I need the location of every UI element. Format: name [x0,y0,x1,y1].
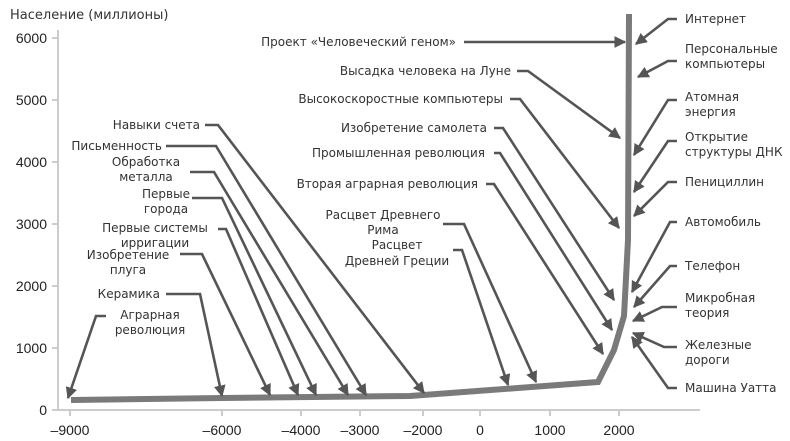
label-agri-2: революция [115,323,185,337]
x-tick-1000: 1000 [534,422,565,438]
label-car: Автомобиль [685,215,761,229]
x-tick-0: 0 [476,422,484,438]
label-atom-1: Атомная [685,90,739,104]
label-rome-1: Расцвет Древнего [326,208,441,222]
x-tick-m4000: –4000 [282,422,321,438]
label-irrigation-2: ирригации [121,236,189,250]
label-moon: Высадка человека на Луне [340,64,511,78]
label-cities-1: Первые [142,187,190,201]
label-cities-2: города [144,202,188,216]
label-metal-1: Обработка [112,155,180,169]
left-annotations: Навыки счета Письменность Обработка мета… [71,118,207,337]
label-watt: Машина Уатта [685,381,777,395]
label-atom-2: энергия [685,105,736,119]
x-tick-m3000: –3000 [341,422,380,438]
label-penicillin: Пенициллин [685,175,764,189]
x-tick-labels: –9000 –6000 –4000 –3000 –2000 0 1000 200… [51,422,635,438]
x-tick-m6000: –6000 [203,422,242,438]
label-rome-2: Рима [367,223,398,237]
label-writing: Письменность [71,139,162,153]
label-germ-2: теория [685,306,729,320]
label-internet: Интернет [685,12,746,26]
x-tick-2000: 2000 [603,422,634,438]
label-genome: Проект «Человеческий геном» [261,35,456,49]
label-germ-1: Микробная [685,291,755,305]
label-industrial: Промышленная революция [312,146,485,160]
label-dna-1: Открытие [685,130,748,144]
population-line [70,13,632,403]
label-ceramics: Керамика [98,287,160,301]
annotation-arrows [65,17,677,400]
right-annotations: Интернет Персональные компьютеры Атомная… [684,12,783,395]
y-tick-4000: 4000 [16,154,47,170]
y-tick-1000: 1000 [16,340,47,356]
y-tick-0: 0 [39,402,47,418]
label-plow-1: Изобретение [87,248,170,262]
label-counting: Навыки счета [113,118,200,132]
x-tick-m9000: –9000 [51,422,90,438]
y-tick-6000: 6000 [16,30,47,46]
label-plow-2: плуга [110,263,146,277]
label-pc-1: Персональные [685,42,778,56]
label-airplane: Изобретение самолета [341,121,487,135]
label-agri-1: Аграрная [120,308,180,322]
axes [52,30,700,416]
y-tick-3000: 3000 [16,216,47,232]
label-rail-1: Железные [685,338,751,352]
label-greece-2: Древней Греции [345,254,449,268]
label-rail-2: дороги [685,353,730,367]
label-computers: Высокоскоростные компьютеры [298,92,503,106]
label-pc-2: компьютеры [685,57,765,71]
label-dna-2: структуры ДНК [685,145,783,159]
label-second-agri: Вторая аграрная революция [297,177,478,191]
y-tick-2000: 2000 [16,278,47,294]
label-phone: Телефон [684,259,740,273]
y-tick-labels: 0 1000 2000 3000 4000 5000 6000 [16,30,47,418]
center-annotations: Проект «Человеческий геном» Высадка чело… [261,35,511,268]
label-greece-1: Расцвет [372,238,423,252]
y-tick-5000: 5000 [16,92,47,108]
label-metal-2: металла [119,170,172,184]
y-axis-title: Население (миллионы) [10,8,168,23]
x-tick-m2000: –2000 [404,422,443,438]
label-irrigation-1: Первые системы [102,221,208,235]
